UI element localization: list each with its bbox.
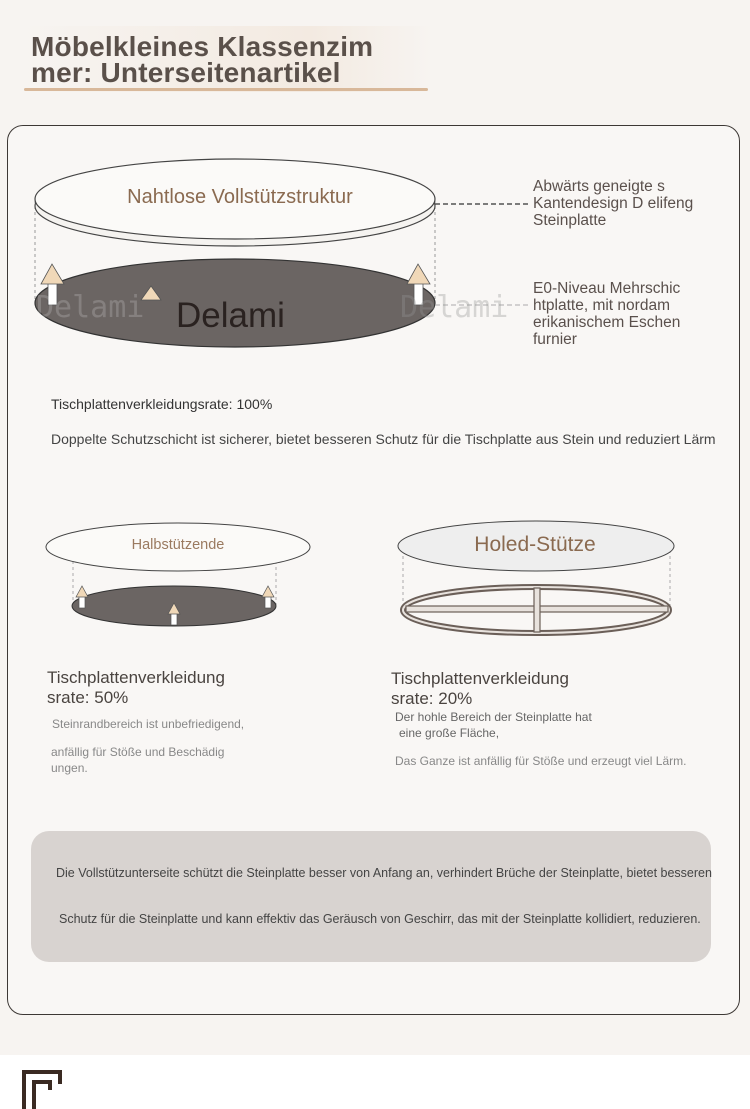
brand-label: Delami xyxy=(176,296,285,335)
support-arrow-right xyxy=(406,263,431,306)
half-support-diagram xyxy=(45,522,311,627)
summary-line1: Die Vollstützunterseite schützt die Stei… xyxy=(56,866,712,880)
half-support-label: Halbstützende xyxy=(131,537,225,553)
half-support-desc-line3: ungen. xyxy=(51,761,88,775)
holed-support-desc-line3: Das Ganze ist anfällig für Stöße und erz… xyxy=(395,754,687,768)
half-support-desc-line1: Steinrandbereich ist unbefriedigend, xyxy=(52,717,245,731)
title-background xyxy=(24,26,432,92)
summary-line2: Schutz für die Steinplatte und kann effe… xyxy=(59,912,701,926)
watermark-right: Delami xyxy=(400,290,509,325)
holed-support-desc-line2: eine große Fläche, xyxy=(399,726,500,740)
half-support-rate-line1: Tischplattenverkleidung xyxy=(47,668,225,687)
full-support-diagram xyxy=(34,158,530,348)
holed-support-diagram xyxy=(397,520,675,636)
watermark-left: Delami xyxy=(36,290,145,325)
holed-support-label: Holed-Stütze xyxy=(474,533,596,556)
holed-support-rate-line1: Tischplattenverkleidung xyxy=(391,669,569,688)
title-underline xyxy=(24,88,428,91)
summary-box xyxy=(31,831,711,962)
holed-support-desc-line1: Der hohle Bereich der Steinplatte hat xyxy=(395,710,592,724)
top-disc xyxy=(34,158,436,240)
full-support-description: Doppelte Schutzschicht ist sicherer, bie… xyxy=(51,431,716,447)
callout-upper: Abwärts geneigte s Kantendesign D elifen… xyxy=(533,178,694,229)
support-arrow-center xyxy=(140,285,162,301)
support-arrow-left xyxy=(40,263,65,306)
half-support-rate-line2: srate: 50% xyxy=(47,688,129,707)
full-support-label: Nahtlose Vollstützstruktur xyxy=(127,186,353,208)
brand-logo-icon xyxy=(22,1070,62,1109)
base-disc xyxy=(34,258,436,348)
callout-lower: E0-Niveau Mehrschic htplatte, mit nordam… xyxy=(533,280,681,348)
page-title: Möbelkleines Klassenzim mer: Unterseiten… xyxy=(31,31,374,88)
full-support-rate: Tischplattenverkleidungsrate: 100% xyxy=(51,396,273,412)
half-support-desc-line2: anfällig für Stöße und Beschädig xyxy=(51,745,225,759)
footer-strip xyxy=(0,1055,750,1109)
holed-support-rate-line2: srate: 20% xyxy=(391,689,473,708)
